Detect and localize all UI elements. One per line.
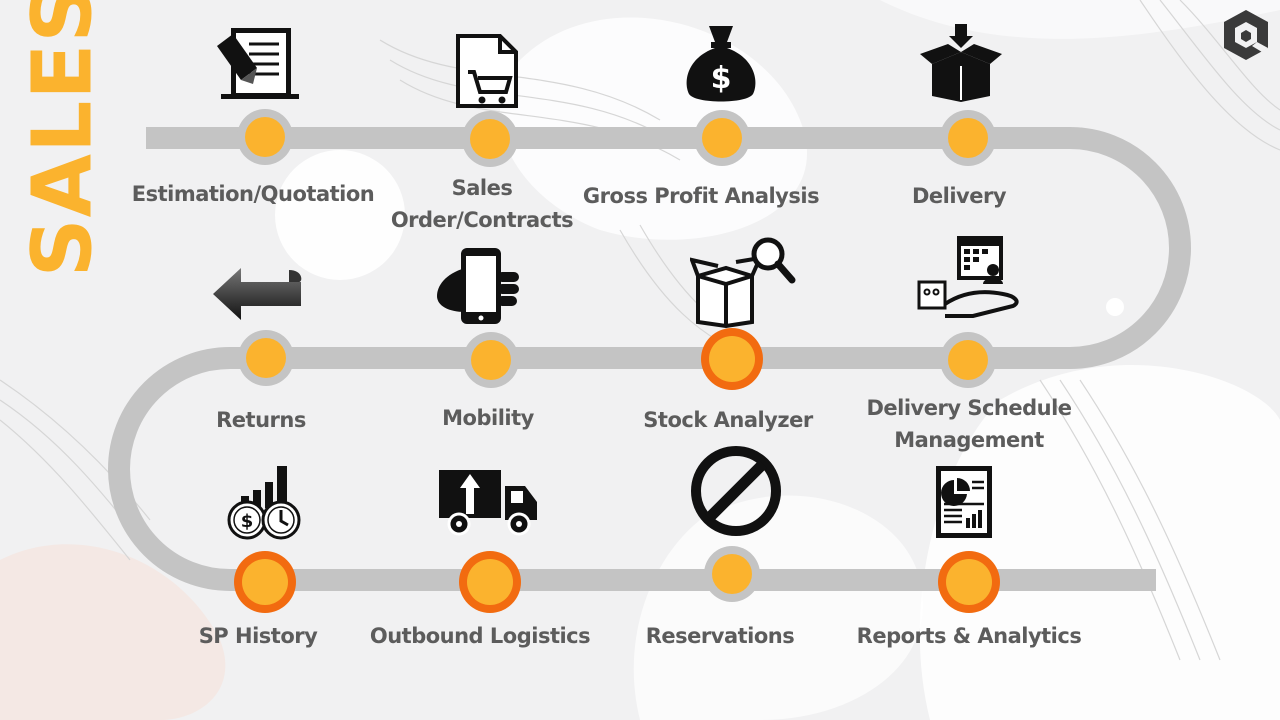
- report-chart-icon: [936, 466, 992, 538]
- step-node-returns[interactable]: [238, 330, 294, 386]
- delivery-box-icon: [920, 24, 1002, 102]
- step-label-reservations: Reservations: [645, 624, 795, 648]
- step-node-delivery[interactable]: [940, 110, 996, 166]
- step-label-gross-profit: Gross Profit Analysis: [582, 184, 820, 208]
- step-label-delivery-schedule: Delivery Schedule Management: [866, 392, 1072, 456]
- step-label-delivery-schedule-line2: Management: [894, 428, 1044, 452]
- step-label-delivery-schedule-line1: Delivery Schedule: [866, 396, 1072, 420]
- prohibited-icon: [691, 446, 781, 536]
- money-bag-icon: $: [686, 26, 756, 102]
- return-arrow-icon: [213, 268, 302, 320]
- quotation-document-icon: [217, 28, 299, 99]
- sales-order-cart-icon: [456, 34, 518, 108]
- step-label-returns: Returns: [216, 408, 306, 432]
- step-label-sales-order-line1: Sales: [451, 176, 513, 200]
- step-label-estimation: Estimation/Quotation: [131, 182, 375, 206]
- step-node-reports-analytics[interactable]: [938, 551, 1000, 613]
- step-label-outbound-logistics: Outbound Logistics: [369, 624, 591, 648]
- sp-history-icon: $: [227, 466, 301, 540]
- step-node-reservations[interactable]: [704, 546, 760, 602]
- step-label-stock-analyzer: Stock Analyzer: [643, 408, 813, 432]
- delivery-schedule-icon: [917, 236, 1019, 318]
- stock-search-box-icon: [690, 237, 796, 328]
- step-node-gross-profit[interactable]: [694, 110, 750, 166]
- step-label-sales-order-line2: Order/Contracts: [390, 208, 574, 232]
- step-label-delivery: Delivery: [911, 184, 1007, 208]
- svg-text:$: $: [711, 61, 732, 96]
- brand-logo-icon: [1224, 10, 1268, 60]
- svg-text:$: $: [241, 511, 254, 532]
- step-node-sales-order[interactable]: [462, 111, 518, 167]
- step-label-mobility: Mobility: [442, 406, 534, 430]
- step-label-sp-history: SP History: [198, 624, 318, 648]
- step-node-sp-history[interactable]: [234, 551, 296, 613]
- step-label-reports-analytics: Reports & Analytics: [856, 624, 1082, 648]
- step-node-stock-analyzer[interactable]: [701, 328, 763, 390]
- step-label-sales-order: Sales Order/Contracts: [390, 172, 574, 236]
- step-node-outbound-logistics[interactable]: [459, 551, 521, 613]
- truck-icon: [439, 470, 537, 536]
- step-node-estimation[interactable]: [237, 109, 293, 165]
- step-node-mobility[interactable]: [463, 332, 519, 388]
- step-node-delivery-schedule[interactable]: [940, 332, 996, 388]
- mobile-phone-icon: [437, 248, 519, 324]
